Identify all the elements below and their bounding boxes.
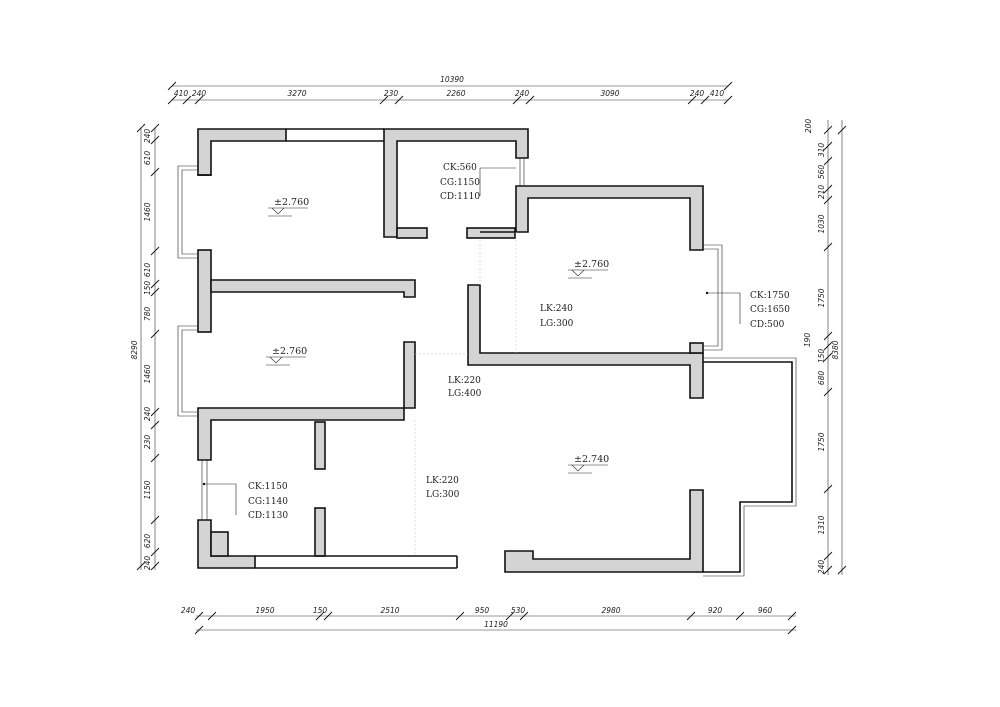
level-label: ±2.760 [574,259,609,270]
left-dim-8: 240 [143,407,152,422]
annotation-cd: CD:1110 [440,192,480,202]
annotation-lk: LK:220 [448,376,481,386]
level-label: ±2.760 [274,197,309,208]
right-dim-8: 150 [817,349,826,364]
level-label: ±2.740 [574,454,609,465]
annotation-lg: LG:400 [448,389,482,399]
annotation-cd: CD:500 [750,320,785,330]
annotation-lg: LG:300 [540,319,574,329]
left-dim-1: 240 [143,129,152,144]
annotation-ck: CK:560 [443,163,477,173]
right-dim-2: 310 [817,143,826,158]
annotation-cg: CG:1140 [248,497,288,507]
bottom-dim-4: 2510 [380,606,399,615]
annotation-cd: CD:1130 [248,511,288,521]
annotation-cg: CG:1150 [440,178,480,188]
right-dim-5: 1030 [817,214,826,233]
top-dimension-chain: 10390 410 240 3270 230 2260 240 3090 240… [167,75,733,105]
right-dim-9: 680 [817,371,826,386]
right-window-annotation: CK:1750 CG:1650 CD:500 [705,291,790,330]
annotation-cg: CG:1650 [750,305,790,315]
right-dim-7: 190 [803,333,812,348]
right-dim-1: 200 [804,119,813,134]
left-dimension-chain: 8290 240 610 1460 610 150 780 1460 240 2… [130,123,160,571]
annotation-lg: LG:300 [426,490,460,500]
bottom-dim-2: 1950 [255,606,274,615]
top-dim-9: 410 [710,89,725,98]
annotation-lk: LK:220 [426,476,459,486]
bath-window-annotation: CK:560 CG:1150 CD:1110 [440,163,516,202]
walls [177,128,797,577]
level-marker-room1: ±2.760 [268,197,309,217]
left-dim-5: 150 [143,281,152,296]
top-dim-6: 240 [515,89,530,98]
bottom-dim-9: 960 [758,606,773,615]
bottom-dim-1: 240 [181,606,196,615]
door-dining-annotation: LK:220 LG:300 [426,476,460,500]
top-dim-4: 230 [384,89,399,98]
right-dim-11: 1310 [817,515,826,534]
annotation-lk: LK:240 [540,304,573,314]
right-dim-4: 210 [817,185,826,200]
right-dim-10: 1750 [817,432,826,451]
left-dim-6: 780 [143,307,152,322]
left-dim-10: 1150 [143,480,152,499]
top-total-dimension: 10390 [440,75,464,84]
bottom-total-dimension: 11190 [484,620,508,629]
left-dim-4: 610 [143,263,152,278]
left-total-dimension: 8290 [130,340,139,359]
bottom-dimension-chain: 240 1950 150 2510 950 530 2980 920 960 1… [181,606,797,635]
right-dim-12: 240 [817,560,826,575]
left-dim-7: 1460 [143,364,152,383]
left-dim-2: 610 [143,151,152,166]
bottom-dim-8: 920 [708,606,723,615]
left-dim-9: 230 [143,435,152,450]
right-dim-6: 1750 [817,288,826,307]
bottom-dim-3: 150 [313,606,328,615]
level-marker-room3: ±2.760 [266,346,307,366]
bottom-dim-6: 530 [511,606,526,615]
level-marker-living: ±2.740 [568,454,609,474]
door-hall-annotation: LK:220 LG:400 [448,376,482,399]
level-label: ±2.760 [272,346,307,357]
bottom-dim-7: 2980 [601,606,620,615]
top-dim-3: 3270 [287,89,306,98]
annotation-ck: CK:1150 [248,482,288,492]
annotation-ck: CK:1750 [750,291,790,301]
left-dim-12: 240 [143,556,152,571]
left-window-annotation: CK:1150 CG:1140 CD:1130 [202,482,288,521]
right-dim-3: 560 [817,165,826,180]
left-dim-3: 1460 [143,202,152,221]
top-dim-5: 2260 [446,89,465,98]
top-dim-2: 240 [192,89,207,98]
left-dim-11: 620 [143,534,152,549]
top-dim-8: 240 [690,89,705,98]
top-dim-7: 3090 [600,89,619,98]
top-dim-1: 410 [174,89,189,98]
right-dimension-chain: 200 310 560 210 1030 1750 190 150 680 17… [803,119,847,575]
right-total-dimension: 8380 [831,340,840,359]
level-marker-room2: ±2.760 [568,259,609,279]
door-bedroom-annotation: LK:240 LG:300 [540,304,574,329]
bottom-dim-5: 950 [475,606,490,615]
